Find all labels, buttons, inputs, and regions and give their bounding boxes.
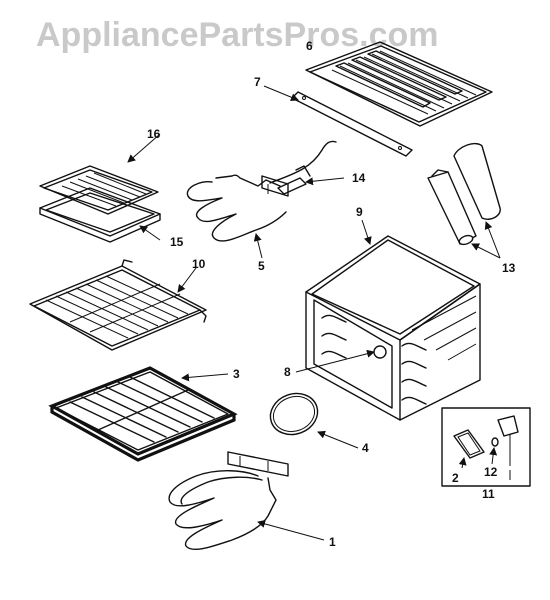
part-7-bracket — [291, 91, 413, 157]
part-1-bake-element — [168, 451, 289, 550]
part-3-oven-rack — [48, 366, 238, 462]
callout-5: 5 — [258, 259, 265, 273]
callout-1: 1 — [329, 535, 336, 549]
callout-9: 9 — [356, 205, 363, 219]
callout-14: 14 — [352, 171, 366, 185]
part-9-oven-cavity — [305, 235, 481, 421]
callout-7: 7 — [254, 75, 261, 89]
callout-labels: 16 15 10 3 1 4 5 7 6 14 9 8 13 2 12 11 — [147, 39, 516, 549]
cavity-light-socket — [373, 345, 387, 359]
part-16-broil-pan-insert — [39, 165, 159, 215]
part-10-oven-rack — [29, 259, 207, 351]
callout-3: 3 — [233, 367, 240, 381]
callout-15: 15 — [170, 235, 184, 249]
watermark-text: AppliancePartsPros.com — [36, 16, 438, 54]
callout-4: 4 — [362, 441, 369, 455]
callout-13: 13 — [502, 261, 516, 275]
part-4-light-lens — [269, 392, 319, 436]
callout-6: 6 — [306, 39, 313, 53]
callout-16: 16 — [147, 127, 161, 141]
part-2-light-lens-plate — [453, 429, 485, 459]
light-socket-housing — [497, 415, 519, 480]
part-12-light-bulb — [491, 437, 499, 447]
callout-12: 12 — [484, 465, 498, 479]
part-15-broil-pan — [39, 187, 161, 243]
callout-11: 11 — [482, 487, 495, 501]
part-13-cover — [427, 142, 501, 246]
callout-2: 2 — [452, 471, 459, 485]
callout-8: 8 — [284, 365, 291, 379]
part-11-light-assembly-box — [441, 407, 531, 487]
leader-lines — [127, 85, 501, 541]
part-6-broil-shield — [305, 41, 493, 127]
callout-10: 10 — [192, 257, 206, 271]
part-5-heating-element — [186, 174, 289, 242]
